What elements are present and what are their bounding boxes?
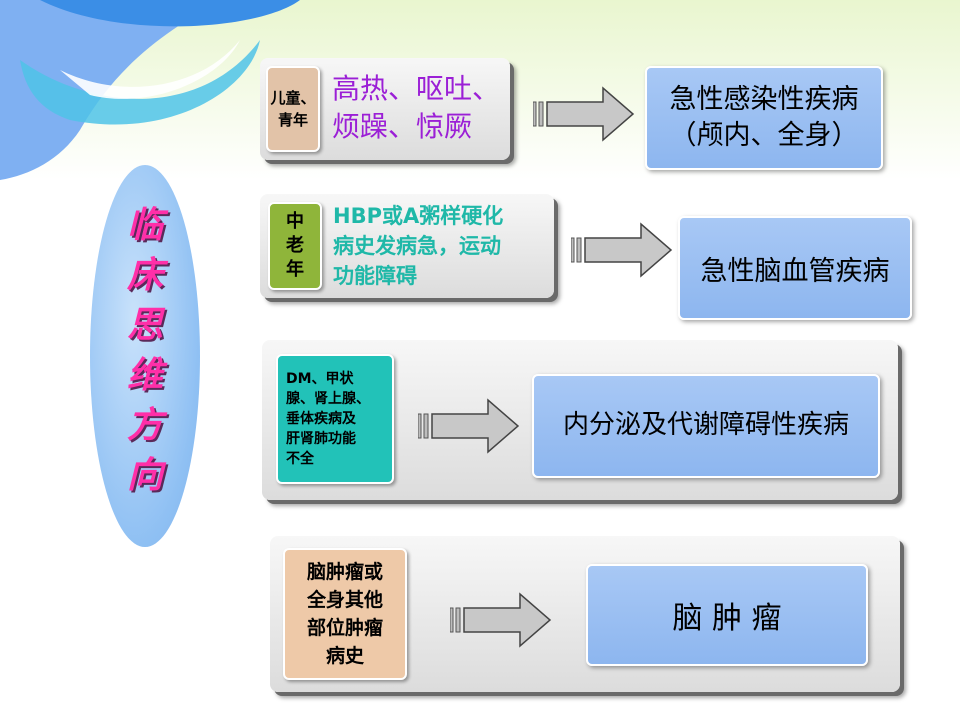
- side-title-ellipse: [90, 165, 200, 547]
- side-title-char: 维: [126, 354, 163, 396]
- row1-age-tag: 儿童、 青年: [266, 66, 320, 152]
- row1-symptoms-line: 烦躁、惊厥: [332, 110, 473, 143]
- row2-age-tag: 中 老 年: [268, 202, 322, 290]
- row4-result-line: 脑 肿 瘤: [672, 601, 782, 636]
- arrow-right-icon: [450, 592, 552, 648]
- side-title-char: 向: [126, 454, 163, 496]
- row1-result-line: （颅内、全身）: [669, 120, 859, 151]
- row4-result-box: 脑 肿 瘤: [586, 564, 868, 666]
- decorative-swoosh: [0, 0, 300, 180]
- row1-result-box: 急性感染性疾病 （颅内、全身）: [645, 66, 883, 170]
- row2-age-tag-line: 老: [286, 235, 304, 256]
- row2-symptoms-line: 功能障碍: [333, 264, 417, 288]
- side-title-char: 临: [126, 204, 163, 246]
- row4-tag-line: 脑肿瘤或: [306, 561, 383, 583]
- side-title-char: 思: [126, 304, 163, 346]
- row2-age-tag-line: 中: [286, 211, 304, 232]
- row1-result-line: 急性感染性疾病: [669, 84, 859, 115]
- row4-tag-line: 病史: [325, 645, 364, 667]
- row3-tag-line: 垂体疾病及: [286, 411, 356, 427]
- row1-age-tag-line: 儿童、: [270, 89, 316, 107]
- row2-symptoms: HBP或A粥样硬化 病史发病急，运动 功能障碍: [333, 201, 503, 291]
- side-title: 临 床 思 维 方 向: [90, 200, 200, 500]
- arrow-right-icon: [533, 86, 635, 142]
- side-title-char: 方: [126, 404, 163, 446]
- side-title-char: 床: [126, 254, 163, 296]
- arrow-right-icon: [571, 222, 673, 278]
- row3-condition-tag: DM、甲状 腺、肾上腺、 垂体疾病及 肝肾肺功能 不全: [276, 354, 394, 484]
- row2-symptoms-line: 病史发病急，运动: [333, 234, 501, 258]
- row2-result-box: 急性脑血管疾病: [678, 216, 912, 320]
- row3-result-box: 内分泌及代谢障碍性疾病: [532, 374, 880, 478]
- row3-result-line: 内分泌及代谢障碍性疾病: [562, 410, 849, 440]
- row4-tag-line: 部位肿瘤: [306, 617, 383, 639]
- row1-age-tag-line: 青年: [277, 111, 308, 129]
- row2-result-line: 急性脑血管疾病: [700, 255, 890, 287]
- row3-tag-line: 不全: [286, 451, 314, 467]
- row1-symptoms-line: 高热、呕吐、: [332, 72, 501, 105]
- row4-history-tag: 脑肿瘤或 全身其他 部位肿瘤 病史: [283, 548, 407, 680]
- row4-tag-line: 全身其他: [306, 589, 383, 611]
- arrow-right-icon: [418, 398, 520, 454]
- row3-tag-line: 肝肾肺功能: [286, 431, 356, 447]
- row2-symptoms-line: HBP或A粥样硬化: [333, 204, 504, 228]
- row3-tag-line: DM、甲状: [286, 371, 354, 387]
- row2-age-tag-line: 年: [286, 259, 304, 280]
- row1-symptoms: 高热、呕吐、 烦躁、惊厥: [332, 70, 500, 146]
- row3-tag-line: 腺、肾上腺、: [286, 391, 370, 407]
